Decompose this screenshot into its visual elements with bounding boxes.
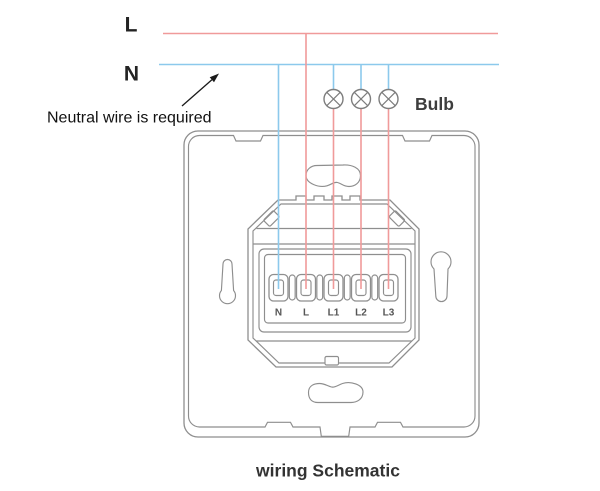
module-inner-octagon xyxy=(252,203,416,364)
switch-module: N L L1 L2 L3 xyxy=(247,195,420,368)
terminal-label: L xyxy=(303,308,309,319)
terminal-divider xyxy=(371,274,379,301)
arrow-line xyxy=(181,79,213,107)
screw-slot-left xyxy=(218,258,237,305)
bulb-icons xyxy=(323,88,399,110)
screw-slot-right xyxy=(430,251,452,303)
bulb-icon xyxy=(350,88,372,110)
terminal-divider xyxy=(288,274,296,301)
plate-outer-border xyxy=(183,130,480,438)
arrow-icon xyxy=(209,73,219,83)
terminal-body-inner xyxy=(263,253,407,324)
switch-back-plate xyxy=(183,130,480,438)
wiring xyxy=(159,32,499,289)
live-line-label: L xyxy=(125,14,138,37)
neutral-line-label: N xyxy=(124,63,139,86)
terminal-label: N xyxy=(275,308,282,319)
bulb-x-stroke xyxy=(326,91,341,107)
bulb-icon xyxy=(378,88,399,110)
bulb-x-stroke xyxy=(381,91,396,107)
terminal-body-outer xyxy=(258,248,412,333)
neutral-annotation xyxy=(181,73,219,107)
bulb-label: Bulb xyxy=(415,94,454,114)
plate-inner-border xyxy=(187,134,476,437)
neutral-note: Neutral wire is required xyxy=(47,110,212,127)
clip-right-icon xyxy=(388,210,406,227)
terminal-label: L3 xyxy=(383,308,395,319)
diagram-caption: wiring Schematic xyxy=(255,461,400,481)
clip-left-icon xyxy=(263,210,280,227)
bulb-x-stroke xyxy=(353,91,369,107)
terminal-divider xyxy=(343,274,351,301)
bulb-icon xyxy=(323,88,344,110)
terminal-divider xyxy=(316,274,324,301)
mounting-slot-bottom xyxy=(307,382,364,404)
terminal-label: L2 xyxy=(355,308,367,319)
module-bottom-clip xyxy=(324,355,340,366)
terminal-label: L1 xyxy=(328,308,340,319)
mounting-slot-top xyxy=(305,164,362,188)
